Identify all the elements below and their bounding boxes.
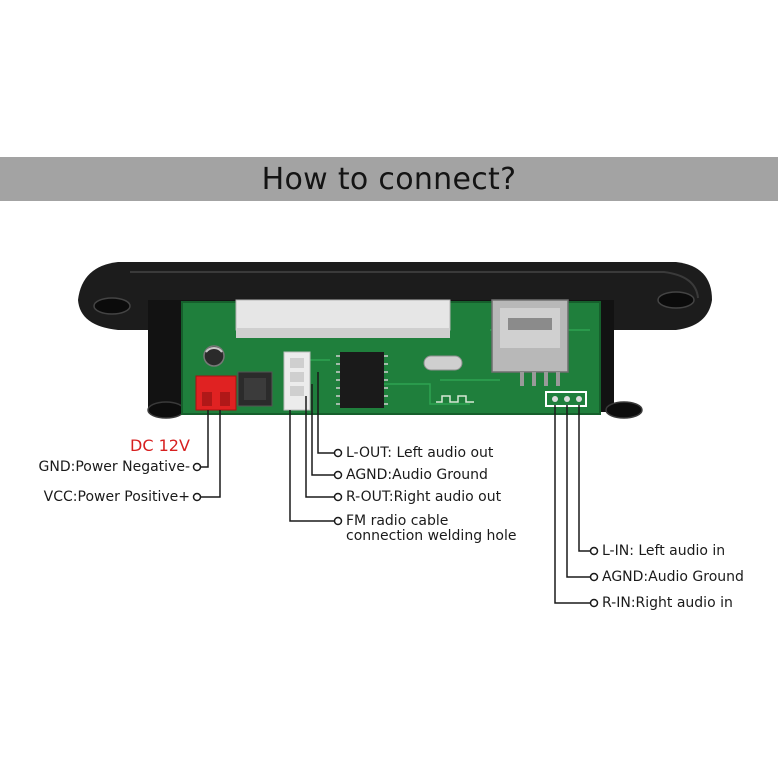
- r-out-label: R-OUT:Right audio out: [346, 489, 502, 505]
- power-connector: [195, 375, 237, 411]
- vcc-label: VCC:Power Positive+: [43, 489, 190, 505]
- capacitor: [203, 345, 225, 367]
- ic-chip: [336, 352, 388, 408]
- page-title: How to connect?: [261, 161, 517, 197]
- l-in-label: L-IN: Left audio in: [602, 543, 726, 559]
- audio-in-pads: [545, 391, 587, 407]
- gnd-label: GND:Power Negative-: [38, 459, 190, 475]
- terminal-markers: [192, 448, 599, 608]
- fm-label-line2: connection welding hole: [346, 528, 517, 544]
- fm-label-line1: FM radio cable: [346, 513, 449, 529]
- l-out-label: L-OUT: Left audio out: [346, 445, 494, 461]
- dc-voltage-label: DC 12V: [130, 436, 190, 455]
- usb-port: [491, 299, 569, 386]
- crystal-oscillator: [423, 355, 463, 371]
- r-in-label: R-IN:Right audio in: [602, 595, 733, 611]
- voltage-regulator: [237, 371, 273, 407]
- title-banner: How to connect?: [0, 157, 778, 201]
- agnd-out-label: AGND:Audio Ground: [346, 467, 488, 483]
- display-connector: [235, 299, 451, 338]
- agnd-in-label: AGND:Audio Ground: [602, 569, 744, 585]
- leader-lines: [200, 372, 590, 604]
